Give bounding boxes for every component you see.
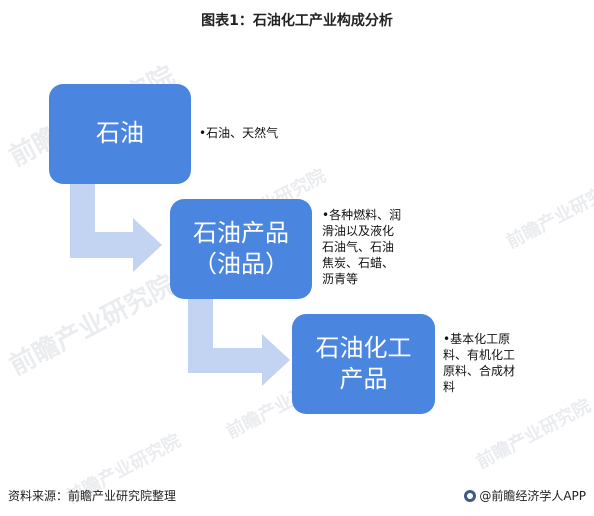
node-petrochemical-products: 石油化工 产品 [292, 314, 435, 414]
note-line: •石油、天然气 [199, 126, 279, 140]
note-line: 石油气、石油 [322, 240, 395, 254]
brand-credit: @前瞻经济学人APP [464, 487, 586, 504]
note-line: 滑油以及液化 [322, 224, 395, 238]
arrow-connector-1 [70, 183, 162, 272]
brand-logo-icon [464, 489, 477, 502]
note-line: 料、有机化工 [443, 348, 516, 362]
note-line: 沥青等 [322, 272, 359, 286]
brand-label: @前瞻经济学人APP [479, 489, 586, 503]
note-line: 焦炭、石蜡、 [322, 256, 395, 270]
note-petroleum: •石油、天然气 [199, 125, 278, 141]
node-label: 石油化工 [315, 333, 412, 362]
node-label: （油品） [193, 250, 289, 278]
node-petroleum-products: 石油产品 （油品） [170, 199, 312, 299]
source-note: 资料来源：前瞻产业研究院整理 [8, 489, 177, 503]
note-line: •基本化工原 [443, 332, 511, 346]
note-petrochemical-products: •基本化工原 料、有机化工 原料、合成材 料 [443, 331, 515, 395]
node-label: 石油产品 [193, 218, 289, 247]
note-line: 料 [443, 380, 456, 394]
note-line: •各种燃料、润 [322, 208, 402, 222]
node-petroleum: 石油 [49, 84, 191, 184]
node-label: 产品 [339, 365, 388, 393]
arrow-connector-2 [188, 298, 290, 386]
note-line: 原料、合成材 [443, 364, 516, 378]
note-petroleum-products: •各种燃料、润 滑油以及液化 石油气、石油 焦炭、石蜡、 沥青等 [322, 207, 401, 287]
figure-title: 图表1：石油化工产业构成分析 [201, 13, 393, 29]
node-label: 石油 [96, 119, 144, 148]
